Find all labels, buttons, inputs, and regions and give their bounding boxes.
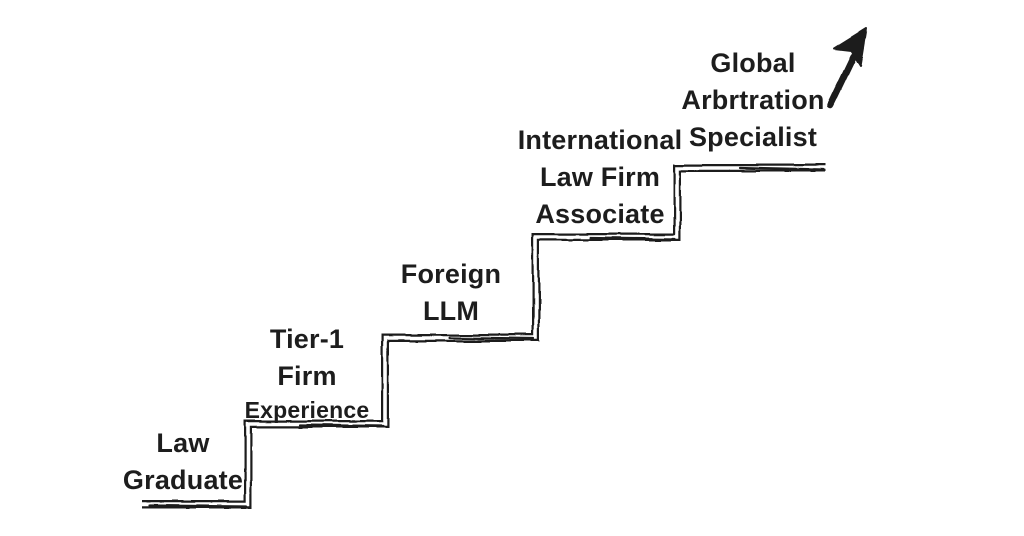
step-label-line: Law Firm (539, 162, 661, 192)
tread4-scribble (588, 236, 677, 241)
step-label-law-graduate: Law Graduate (123, 425, 243, 499)
growth-arrow-head (833, 28, 867, 67)
step-label-tier1-firm-experience: Tier-1 Firm Experience (245, 321, 370, 426)
step-label-line: Firm (277, 361, 337, 391)
step-label-line: International (517, 125, 683, 155)
step-label-line: Graduate (122, 465, 244, 495)
step-label-line: Arbrtration (681, 85, 825, 115)
growth-arrow-shaft (826, 53, 857, 109)
tread5-scribble (738, 166, 826, 172)
step-label-international-law-firm-associate: International Law Firm Associate (518, 122, 683, 233)
tread2-scribble (298, 423, 385, 428)
step-label-line: Global (710, 48, 796, 78)
step-label-line: Associate (535, 199, 665, 229)
step-label-line: Foreign (400, 259, 502, 289)
step-label-line: Experience (244, 397, 370, 423)
step-label-line: Law (156, 428, 210, 458)
tread3-scribble (448, 336, 536, 341)
tread1-scribble (148, 503, 248, 508)
step-label-line: LLM (422, 296, 480, 326)
step-label-line: Specialist (688, 122, 818, 152)
growth-arrow-icon (826, 28, 867, 109)
step-label-foreign-llm: Foreign LLM (401, 256, 501, 330)
staircase-steps (142, 164, 826, 508)
step-label-global-arbitration-specialist: Global Arbrtration Specialist (681, 45, 824, 156)
step-label-line: Tier-1 (269, 324, 345, 354)
